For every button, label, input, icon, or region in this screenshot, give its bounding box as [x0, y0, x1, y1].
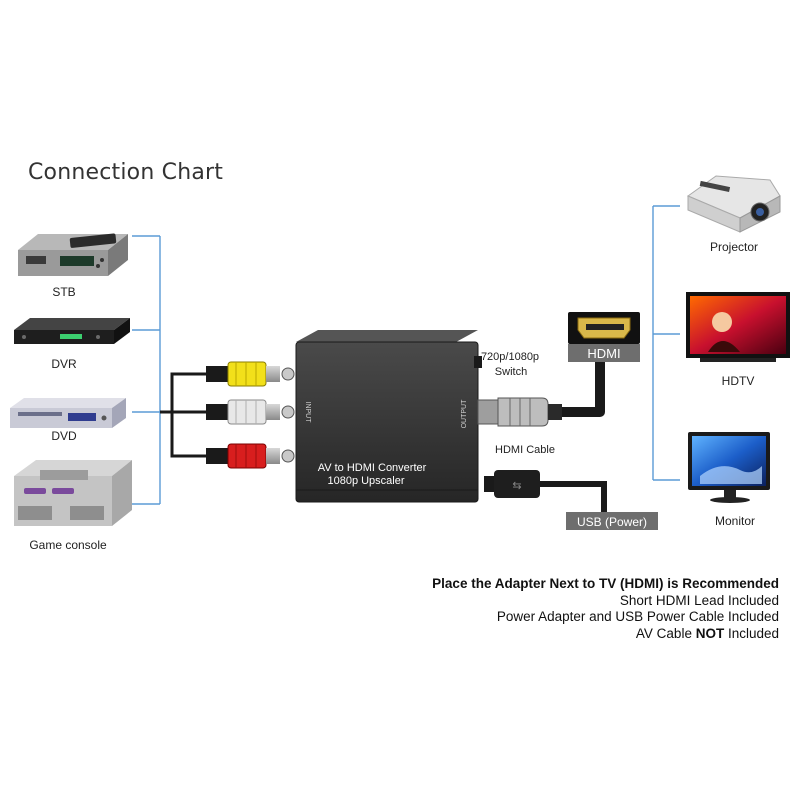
usb-badge-bg	[566, 512, 658, 530]
source-bracket	[132, 235, 161, 505]
dvr-icon	[14, 318, 130, 344]
hdtv-icon	[686, 292, 790, 362]
projector-icon	[686, 175, 781, 233]
chart-title: Connection Chart	[28, 160, 224, 185]
converter-input-label: INPUT	[304, 402, 311, 424]
converter-output-label: OUTPUT	[461, 399, 468, 429]
rca-yellow-plug	[206, 361, 280, 387]
hdmi-cable	[477, 360, 605, 427]
switch-label-line1: 720p/1080p	[481, 351, 539, 363]
hdmi-port-icon	[568, 312, 640, 344]
stb-label: STB	[52, 285, 75, 299]
hdmi-badge-bg	[568, 344, 640, 362]
hdmi-cable-label: HDMI Cable	[495, 444, 555, 456]
converter-box	[281, 330, 482, 503]
rca-red-plug	[206, 443, 280, 469]
rca-cable-bundle	[160, 372, 210, 458]
usb-cable: ⇆	[484, 470, 607, 512]
rca-white-plug	[206, 399, 280, 425]
notes-line-3-bold: NOT	[695, 625, 725, 641]
dvd-icon	[10, 398, 126, 428]
notes-line-3-prefix: AV Cable	[635, 625, 696, 641]
notes-block: Place the Adapter Next to TV (HDMI) is R…	[432, 576, 779, 642]
notes-line-3-suffix: Included	[724, 625, 779, 641]
monitor-icon	[688, 432, 770, 503]
dvd-label: DVD	[51, 429, 77, 443]
converter-name-line2: 1080p Upscaler	[327, 475, 404, 487]
converter-name-line1: AV to HDMI Converter	[318, 462, 427, 474]
projector-label: Projector	[710, 240, 758, 254]
dvr-label: DVR	[51, 357, 77, 371]
hdtv-label: HDTV	[722, 374, 755, 388]
notes-line-2: Power Adapter and USB Power Cable Includ…	[496, 609, 779, 625]
svg-text:⇆: ⇆	[512, 480, 521, 492]
hdmi-badge: HDMI	[587, 346, 620, 361]
notes-line-3: AV Cable NOT Included	[432, 626, 779, 643]
notes-line-1: Short HDMI Lead Included	[619, 592, 779, 608]
notes-heading: Place the Adapter Next to TV (HDMI) is R…	[432, 576, 779, 591]
game-console-label: Game console	[29, 538, 107, 552]
game-console-icon	[14, 460, 132, 526]
stb-icon	[18, 233, 128, 276]
usb-badge: USB (Power)	[577, 515, 647, 529]
display-bracket	[652, 205, 680, 481]
switch-label-line2: Switch	[495, 366, 527, 378]
monitor-label: Monitor	[715, 514, 755, 528]
